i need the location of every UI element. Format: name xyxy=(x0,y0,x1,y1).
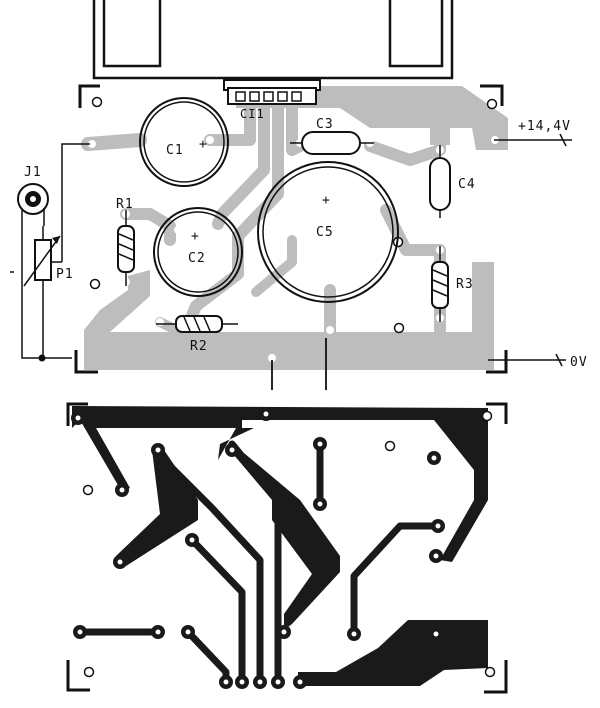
plus-c2: + xyxy=(191,229,200,244)
capacitor-c3 xyxy=(290,131,374,155)
output-wires xyxy=(271,338,327,390)
heatsink xyxy=(92,0,454,80)
resistor-r1 xyxy=(117,210,135,286)
capacitor-c4 xyxy=(429,145,451,218)
resistor-r2 xyxy=(156,315,238,333)
label-c4: C4 xyxy=(458,177,476,192)
copper-foil-solder-side xyxy=(72,406,488,686)
label-supply-ground: 0V xyxy=(570,355,588,370)
jack-j1 xyxy=(17,183,72,362)
supply-wire-positive xyxy=(494,133,572,147)
mounting-holes-top xyxy=(89,96,498,334)
resistor-r3 xyxy=(431,246,449,322)
label-c2: C2 xyxy=(188,251,206,266)
label-c5: C5 xyxy=(316,225,334,240)
capacitor-c1 xyxy=(139,97,229,187)
capacitor-c2 xyxy=(153,207,243,297)
solder-pads xyxy=(71,407,445,689)
label-r1: R1 xyxy=(116,197,134,212)
mounting-holes-bottom xyxy=(82,410,496,678)
potentiometer-p1 xyxy=(10,143,90,358)
foil-side-board xyxy=(66,402,508,694)
plus-c5: + xyxy=(322,193,331,208)
label-supply-positive: +14,4V xyxy=(518,119,571,134)
plus-c1: + xyxy=(199,137,208,152)
copper-traces-component-side xyxy=(81,86,508,370)
label-ci1: CI1 xyxy=(240,107,265,121)
ic-ci1 xyxy=(223,79,321,105)
label-p1: P1 xyxy=(56,267,74,282)
label-c1: C1 xyxy=(166,143,184,158)
label-r3: R3 xyxy=(456,277,474,292)
label-r2: R2 xyxy=(190,339,208,354)
corner-marks-top xyxy=(74,84,508,374)
corner-marks-bottom xyxy=(66,402,508,694)
label-j1: J1 xyxy=(24,165,42,180)
supply-wire-ground xyxy=(488,353,566,367)
label-c3: C3 xyxy=(316,117,334,132)
capacitor-c5 xyxy=(257,161,399,303)
component-side-board: CI1 C1 + C2 + C5 + C3 xyxy=(10,79,588,390)
